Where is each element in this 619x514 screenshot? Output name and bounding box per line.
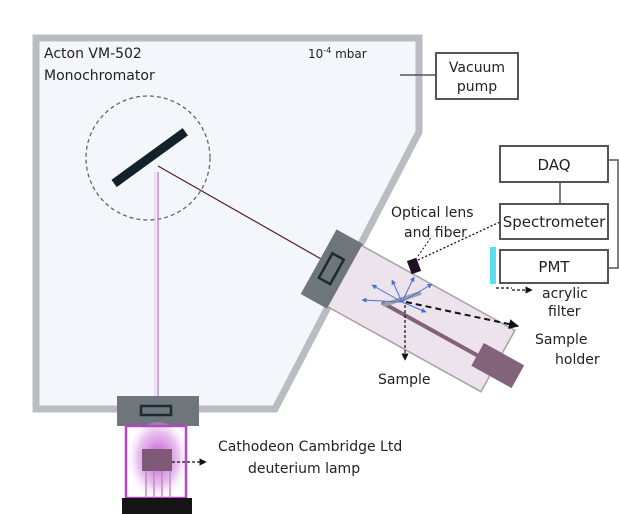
acrylic-filter: [490, 247, 496, 284]
sample-holder-arrow: [405, 301, 519, 330]
scatter-ray-3: [391, 279, 403, 303]
scatter-ray-4: [401, 276, 415, 303]
daq-label: DAQ: [537, 156, 570, 174]
sample-holder-label-line2: holder: [555, 352, 600, 368]
sample-label: Sample: [378, 372, 431, 388]
lamp-base: [122, 498, 192, 514]
entrance-slit-port: [117, 396, 199, 426]
spectrometer-label: Spectrometer: [503, 213, 606, 231]
optical-label-leader: [417, 235, 433, 257]
scatter-ray-5: [401, 283, 433, 303]
optical-lens-fiber: [406, 257, 422, 275]
sample-arm: [300, 229, 525, 393]
exit-slit-port: [300, 229, 363, 309]
entrance-slit-window: [139, 404, 173, 417]
scatter-ray-1: [361, 297, 403, 303]
lamp-pins: [145, 471, 171, 498]
monochromator-title-line1: Acton VM-502: [44, 46, 142, 62]
optical-lens-label-line2: and fiber: [404, 225, 467, 241]
grating-rotation-circle: [85, 95, 211, 221]
monochromator-title-line2: Monochromator: [44, 68, 155, 84]
fiber-to-spectrometer-line: [417, 221, 501, 261]
sample-holder-label-line1: Sample: [535, 332, 588, 348]
vacuum-pump-label-line1: Vacuum: [449, 60, 505, 76]
lamp-bulb: [142, 449, 172, 471]
scattered-light: [361, 276, 433, 313]
lamp-label-line2: deuterium lamp: [248, 461, 360, 477]
sample-holder-handle: [471, 343, 525, 389]
vacuum-pump-box: [435, 52, 519, 100]
pressure-exponent: -4: [323, 46, 331, 55]
pressure-label: 10-4 mbar: [308, 46, 367, 61]
daq-box: [499, 145, 609, 183]
exit-slit-window: [317, 251, 346, 286]
pressure-unit: mbar: [331, 47, 366, 61]
acrylic-filter-label-line1: acrylic: [542, 286, 588, 302]
spectrometer-box: [499, 203, 609, 240]
scatter-ray-6: [401, 301, 427, 313]
pmt-label: PMT: [538, 258, 570, 276]
sample-plate: [382, 290, 422, 308]
diffraction-grating: [111, 128, 188, 188]
acrylic-filter-label-line2: filter: [548, 304, 581, 320]
sample-holder-rod: [380, 300, 488, 363]
pmt-box: [499, 249, 609, 284]
pressure-base: 10: [308, 47, 323, 61]
vacuum-chamber: [32, 34, 423, 413]
vacuum-pump-label-line2: pump: [457, 79, 497, 95]
lamp-label-line1: Cathodeon Cambridge Ltd: [218, 439, 402, 455]
optical-lens-label-line1: Optical lens: [391, 205, 474, 221]
pmt-to-daq-line: [608, 159, 619, 269]
scatter-ray-2: [371, 284, 403, 303]
